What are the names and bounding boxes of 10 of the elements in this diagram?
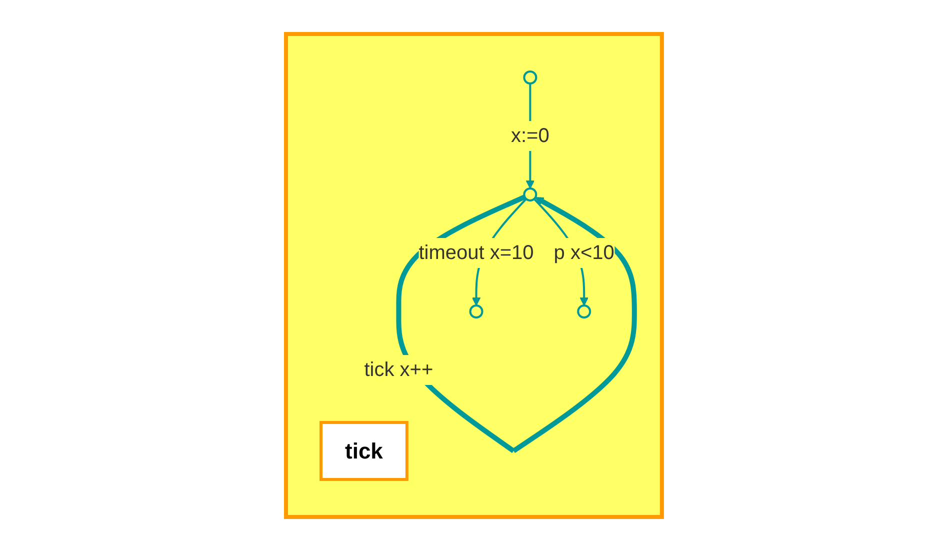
node-box: tick [320,420,408,480]
edge-label: p x<10 [554,241,614,264]
node-circle [523,70,538,84]
node-circle [523,187,538,201]
cluster [284,32,664,518]
edge-label: timeout x=10 [418,241,534,264]
edge-label: tick x++ [364,358,434,380]
edge-label: x:=0 [511,124,550,146]
node-circle [577,304,592,318]
node-circle [469,304,484,318]
